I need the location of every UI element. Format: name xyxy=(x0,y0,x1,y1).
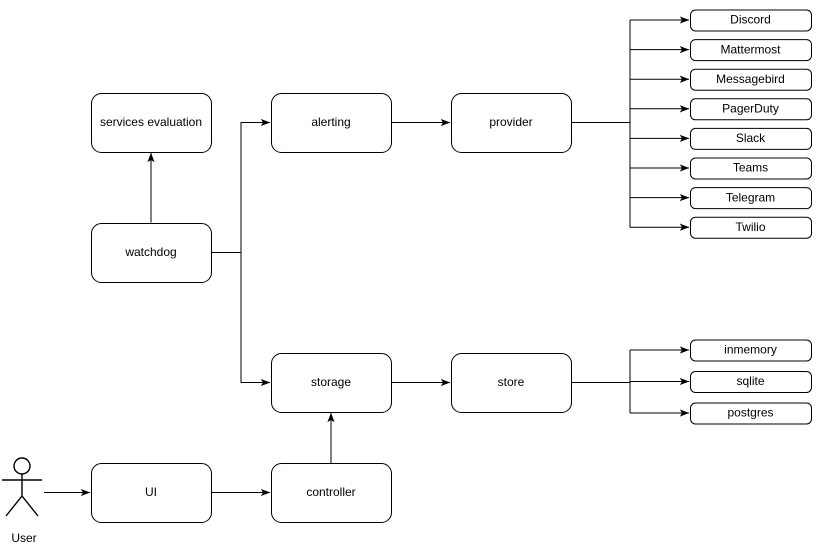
node-store[interactable]: store xyxy=(451,353,572,413)
leaf-box[interactable] xyxy=(690,98,812,121)
leaf-label: inmemory xyxy=(724,343,777,357)
actor-head-icon xyxy=(13,457,31,475)
leaf-box[interactable] xyxy=(690,187,812,210)
leaf-label: Teams xyxy=(733,161,768,175)
node-label: provider xyxy=(489,115,532,129)
node-box[interactable] xyxy=(271,353,392,413)
node-box[interactable] xyxy=(91,223,212,283)
leaf-twilio[interactable]: Twilio xyxy=(690,216,812,239)
leaf-teams[interactable]: Teams xyxy=(690,157,812,180)
leaf-pagerduty[interactable]: PagerDuty xyxy=(690,98,812,121)
leaf-label: Twilio xyxy=(735,220,765,234)
node-box[interactable] xyxy=(271,463,392,523)
leaf-inmemory[interactable]: inmemory xyxy=(690,339,812,362)
leaf-box[interactable] xyxy=(690,339,812,362)
actor-user[interactable]: User xyxy=(2,457,42,545)
process-nodes-layer: services evaluation watchdog alerting provi… xyxy=(91,93,572,523)
leaf-telegram[interactable]: Telegram xyxy=(690,187,812,210)
leaf-box[interactable] xyxy=(690,157,812,180)
node-box[interactable] xyxy=(91,93,212,153)
leaf-box[interactable] xyxy=(690,9,812,32)
leaf-label: Slack xyxy=(736,131,766,145)
node-alerting[interactable]: alerting xyxy=(271,93,392,153)
node-box[interactable] xyxy=(91,463,212,523)
leaf-box[interactable] xyxy=(690,402,812,425)
leaf-label: PagerDuty xyxy=(722,101,779,115)
leaf-discord[interactable]: Discord xyxy=(690,9,812,32)
node-controller[interactable]: controller xyxy=(271,463,392,523)
node-ui[interactable]: UI xyxy=(91,463,212,523)
leaf-messagebird[interactable]: Messagebird xyxy=(690,68,812,91)
node-label: controller xyxy=(306,485,355,499)
node-label: alerting xyxy=(311,115,350,129)
edges-layer xyxy=(44,16,690,497)
node-label: storage xyxy=(311,375,351,389)
leaf-nodes-layer: DiscordMattermostMessagebirdPagerDutySla… xyxy=(690,9,812,425)
node-box[interactable] xyxy=(451,353,572,413)
node-services-evaluation[interactable]: services evaluation xyxy=(91,93,212,153)
edge-watchdog-alerting xyxy=(240,118,271,253)
leaf-box[interactable] xyxy=(690,68,812,91)
leaf-label: sqlite xyxy=(736,374,764,388)
node-label: UI xyxy=(145,485,157,499)
leaf-box[interactable] xyxy=(690,216,812,239)
edge-watchdog-storage xyxy=(240,252,271,387)
leaf-label: Messagebird xyxy=(716,72,785,86)
actor-layer: User xyxy=(2,457,42,545)
node-box[interactable] xyxy=(451,93,572,153)
leaf-box[interactable] xyxy=(690,371,812,393)
actor-legs-icon xyxy=(5,494,39,517)
leaf-box[interactable] xyxy=(690,39,812,62)
leaf-box[interactable] xyxy=(690,127,812,150)
node-watchdog[interactable]: watchdog xyxy=(91,223,212,283)
leaf-label: Mattermost xyxy=(720,42,781,56)
leaf-sqlite[interactable]: sqlite xyxy=(690,371,812,393)
leaf-postgres[interactable]: postgres xyxy=(690,402,812,425)
node-provider[interactable]: provider xyxy=(451,93,572,153)
node-label: store xyxy=(498,375,525,389)
leaf-label: Telegram xyxy=(726,190,775,204)
node-label: services evaluation xyxy=(100,115,202,129)
node-label: watchdog xyxy=(124,245,176,259)
leaf-slack[interactable]: Slack xyxy=(690,127,812,150)
leaf-label: postgres xyxy=(727,406,773,420)
leaf-mattermost[interactable]: Mattermost xyxy=(690,39,812,62)
node-box[interactable] xyxy=(271,93,392,153)
node-storage[interactable]: storage xyxy=(271,353,392,413)
actor-label: User xyxy=(11,531,36,545)
leaf-label: Discord xyxy=(730,13,771,27)
